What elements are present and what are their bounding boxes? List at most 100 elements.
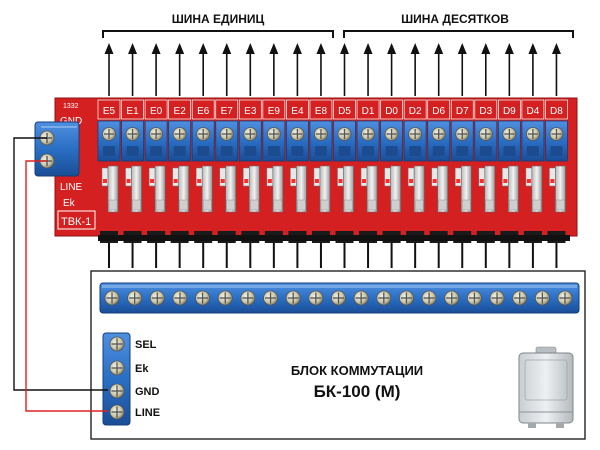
- board-input-terminal-block: [34, 121, 80, 177]
- output-arrow: [175, 43, 185, 96]
- channel-d0: D0: [380, 99, 404, 243]
- relay: [249, 165, 260, 213]
- module-strip-screw[interactable]: [399, 290, 414, 306]
- channel-e4: E4: [285, 99, 309, 243]
- channel-screw[interactable]: [502, 127, 517, 141]
- channel-screw[interactable]: [431, 127, 446, 141]
- channel-screw[interactable]: [526, 127, 540, 141]
- module-strip-screw[interactable]: [240, 290, 256, 306]
- module-strip-screw[interactable]: [217, 290, 233, 306]
- module-strip-screw[interactable]: [195, 290, 211, 306]
- channel-screw[interactable]: [290, 127, 305, 141]
- relay: [437, 165, 449, 213]
- connector-pins: [108, 243, 558, 268]
- led-indicator: [338, 179, 343, 183]
- output-arrow: [387, 43, 397, 96]
- module-strip-screw[interactable]: [127, 290, 143, 306]
- module-strip-screw[interactable]: [149, 290, 165, 306]
- channel-screw[interactable]: [361, 127, 375, 141]
- module-line-screw[interactable]: [109, 404, 125, 420]
- channel-d6: D6: [427, 99, 451, 243]
- channel-label: E6: [197, 106, 210, 117]
- led-indicator: [314, 179, 319, 183]
- output-arrow: [198, 43, 208, 96]
- channel-screw[interactable]: [478, 127, 493, 141]
- module-strip-screw[interactable]: [285, 290, 301, 306]
- module-gnd-screw[interactable]: [109, 383, 125, 399]
- led-indicator: [409, 179, 414, 183]
- module-strip-screw[interactable]: [172, 290, 188, 306]
- channel-screw[interactable]: [337, 127, 352, 141]
- channel-label: E4: [291, 106, 304, 117]
- module-strip-screw[interactable]: [263, 290, 278, 306]
- output-arrow: [104, 43, 114, 96]
- channel-screw[interactable]: [149, 127, 164, 141]
- module-strip-screw[interactable]: [308, 290, 324, 306]
- relay: [460, 165, 472, 213]
- relay: [107, 165, 119, 213]
- channel-label: D1: [362, 106, 375, 117]
- module-strip-screw[interactable]: [376, 290, 392, 306]
- module-strip-screw[interactable]: [557, 290, 573, 306]
- output-arrow: [292, 43, 302, 96]
- module-terminal-label: SEL: [135, 339, 157, 351]
- channel-e6: E6: [191, 99, 215, 243]
- channel-label: D2: [409, 106, 422, 117]
- module-ek-screw[interactable]: [109, 360, 125, 376]
- channel-screw[interactable]: [549, 127, 564, 141]
- channel-label: D5: [338, 106, 351, 117]
- module-strip-screw[interactable]: [421, 290, 437, 306]
- channel-screw[interactable]: [102, 127, 116, 141]
- channel-e1: E1: [121, 99, 144, 243]
- module-strip-screw[interactable]: [489, 290, 505, 306]
- channel-screw[interactable]: [172, 127, 187, 141]
- channel-screw[interactable]: [196, 127, 211, 141]
- module-sel-screw[interactable]: [109, 336, 125, 352]
- tens-bus-bracket: [343, 30, 574, 38]
- relay: [555, 165, 566, 213]
- module-strip-screw[interactable]: [466, 290, 482, 306]
- channel-screw[interactable]: [455, 127, 470, 141]
- output-arrow: [316, 43, 326, 96]
- module-strip-screw[interactable]: [512, 290, 528, 306]
- channel-d1: D1: [356, 99, 380, 243]
- led-indicator: [503, 179, 508, 183]
- module-terminal-label: Ek: [135, 363, 149, 375]
- module-strip-screw[interactable]: [331, 290, 346, 306]
- module-title-line2: БК-100 (М): [314, 382, 401, 401]
- relay: [225, 165, 237, 213]
- relay: [319, 165, 331, 213]
- relay: [531, 165, 543, 213]
- channel-screw[interactable]: [266, 127, 281, 141]
- led-indicator: [456, 179, 461, 183]
- relay: [343, 165, 354, 213]
- module-strip-screw[interactable]: [534, 290, 550, 306]
- module-strip-screw[interactable]: [104, 290, 120, 306]
- module-strip-screw[interactable]: [444, 290, 460, 306]
- relay: [296, 165, 307, 213]
- channel-screw[interactable]: [243, 127, 258, 141]
- channel-e7: E7: [215, 99, 239, 243]
- channel-screw[interactable]: [219, 127, 234, 141]
- led-indicator: [362, 179, 367, 183]
- channel-label: E3: [244, 106, 257, 117]
- gnd-wire: [13, 137, 108, 391]
- relay: [131, 165, 142, 213]
- channel-label: E8: [315, 106, 328, 117]
- output-arrow: [434, 43, 444, 96]
- relay: [390, 165, 401, 213]
- output-arrow: [481, 43, 491, 96]
- channel-screw[interactable]: [125, 127, 140, 141]
- channel-screw[interactable]: [408, 127, 423, 141]
- channel-screw[interactable]: [384, 127, 399, 141]
- module-strip-screw[interactable]: [353, 290, 369, 306]
- channel-screw[interactable]: [314, 127, 328, 141]
- relay: [484, 165, 496, 213]
- output-arrow: [363, 43, 373, 96]
- led-indicator: [220, 179, 225, 183]
- units-bus-title: ШИНА ЕДИНИЦ: [172, 12, 265, 26]
- channel-label: E7: [221, 106, 234, 117]
- output-arrow: [504, 43, 514, 96]
- channel-e5: E5: [97, 99, 121, 243]
